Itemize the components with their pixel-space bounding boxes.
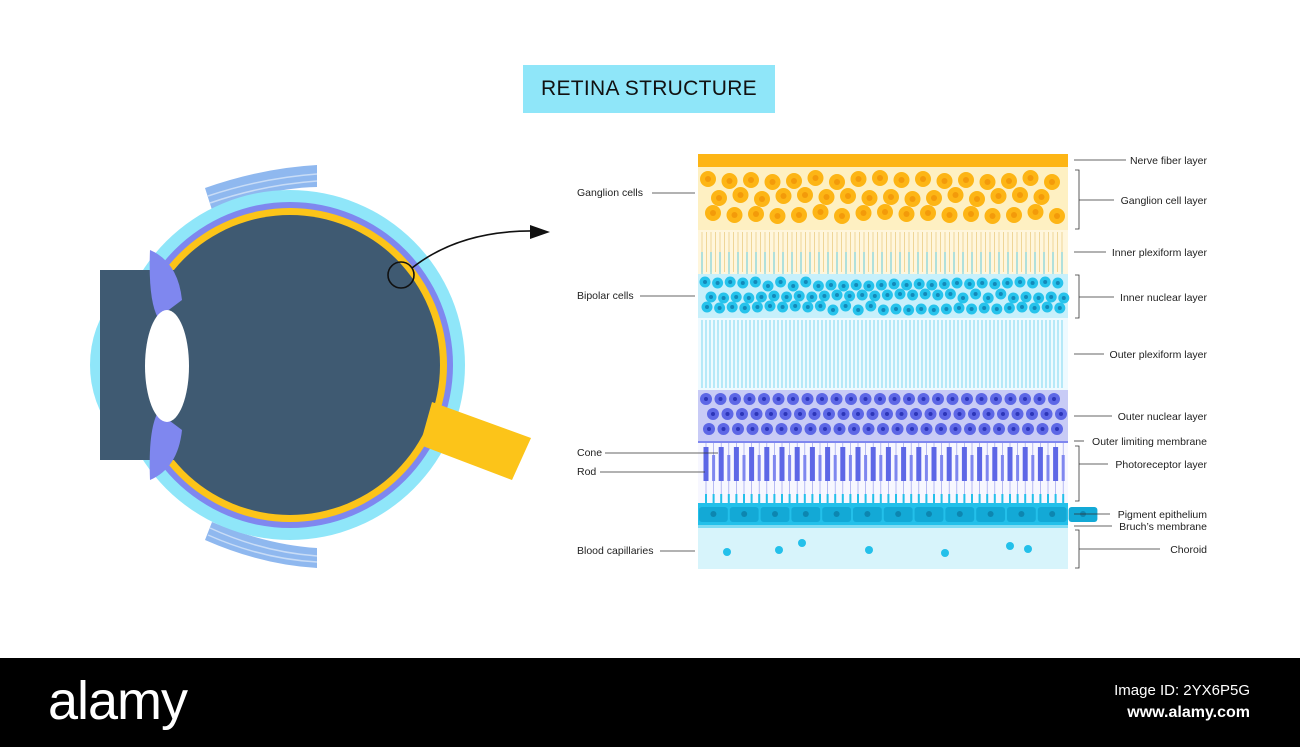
- label-inner-nuclear-layer: Inner nuclear layer: [1120, 292, 1207, 304]
- blood-capillaries-group: [723, 539, 1032, 557]
- cone-cell: [901, 447, 907, 481]
- rod-cell: [712, 455, 716, 481]
- rod-cell: [757, 455, 761, 481]
- cone-cell: [764, 447, 770, 481]
- rod-cell: [1000, 455, 1004, 481]
- rod-cell: [1046, 455, 1050, 481]
- ciliary-body-top: [149, 250, 182, 318]
- rod-cell: [955, 455, 959, 481]
- label-ganglion-cell-layer: Ganglion cell layer: [1121, 195, 1208, 207]
- rod-cell: [803, 455, 807, 481]
- rod-cell: [970, 455, 974, 481]
- eye-cross-section: [90, 165, 550, 568]
- zoom-circle: [387, 261, 415, 289]
- lens: [145, 310, 189, 422]
- eye-muscle-bottom: [205, 522, 318, 568]
- cone-cell: [1007, 447, 1013, 481]
- label-blood-capillaries: Blood capillaries: [577, 545, 653, 557]
- cone-cell: [855, 447, 861, 481]
- cone-cell: [931, 447, 937, 481]
- cone-cell: [1037, 447, 1043, 481]
- ciliary-body-bottom: [149, 412, 182, 480]
- label-outer-plexiform-layer: Outer plexiform layer: [1110, 349, 1208, 361]
- title-box: RETINA STRUCTURE: [523, 65, 775, 113]
- rod-cell: [909, 455, 913, 481]
- cone-cell: [977, 447, 983, 481]
- rod-cell: [833, 455, 837, 481]
- rod-cell: [924, 455, 928, 481]
- label-rod: Rod: [577, 466, 596, 478]
- cone-cell: [825, 447, 831, 481]
- rod-cell: [940, 455, 944, 481]
- cone-cell: [961, 447, 967, 481]
- cone-cell: [733, 447, 739, 481]
- rod-cell: [1016, 455, 1020, 481]
- cone-cell: [1022, 447, 1028, 481]
- retina-diagram: Ganglion cells Bipolar cells Cone Rod Bl…: [90, 154, 1208, 569]
- eye-muscle-top: [205, 165, 318, 210]
- cone-cell: [1053, 447, 1059, 481]
- cone-cell: [779, 447, 785, 481]
- label-bruchs-membrane: Bruch’s membrane: [1119, 521, 1207, 533]
- site-url: www.alamy.com: [1127, 704, 1250, 721]
- label-choroid: Choroid: [1170, 544, 1207, 556]
- cone-cell: [946, 447, 952, 481]
- cone-cell: [916, 447, 922, 481]
- cone-cell: [992, 447, 998, 481]
- cone-cell: [809, 447, 815, 481]
- rod-cell: [879, 455, 883, 481]
- rod-cell: [818, 455, 822, 481]
- right-labels: Nerve fiber layer Ganglion cell layer In…: [1074, 155, 1208, 569]
- label-inner-plexiform-layer: Inner plexiform layer: [1112, 247, 1208, 259]
- pigment-epithelium-band: [698, 503, 1068, 525]
- outer-nuclear-cells-group: [700, 393, 1067, 435]
- rod-cell: [742, 455, 746, 481]
- outer-plexiform-fibers: [701, 320, 1063, 388]
- rod-cell: [772, 455, 776, 481]
- label-ganglion-cells: Ganglion cells: [577, 187, 643, 199]
- rod-cell: [1061, 455, 1065, 481]
- rod-cell: [985, 455, 989, 481]
- bipolar-cells-group: [699, 276, 1070, 316]
- optic-nerve: [420, 402, 531, 480]
- label-cone: Cone: [577, 447, 602, 459]
- choroid-band-layer: [698, 528, 1068, 569]
- retina-layers: [698, 154, 1098, 569]
- bruchs-membrane-band: [698, 525, 1068, 528]
- inner-plexiform-fibers: [701, 232, 1063, 274]
- rod-cell: [864, 455, 868, 481]
- cone-cell: [718, 447, 724, 481]
- photoreceptors-group: [703, 443, 1065, 503]
- nerve-fiber-band: [698, 154, 1068, 167]
- label-outer-nuclear-layer: Outer nuclear layer: [1118, 411, 1208, 423]
- label-photoreceptor-layer: Photoreceptor layer: [1115, 459, 1207, 471]
- cone-cell: [794, 447, 800, 481]
- cone-cell: [749, 447, 755, 481]
- label-outer-limiting-membrane: Outer limiting membrane: [1092, 436, 1207, 448]
- brand-logo: alamy: [48, 671, 188, 731]
- diagram-title: RETINA STRUCTURE: [541, 77, 757, 100]
- inner-plexiform-band: [698, 230, 1068, 274]
- ganglion-cells-group: [700, 170, 1065, 224]
- label-nerve-fiber-layer: Nerve fiber layer: [1130, 155, 1208, 167]
- outer-plexiform-band: [698, 318, 1068, 390]
- vitreous-body: [140, 215, 440, 515]
- rod-cell: [1031, 455, 1035, 481]
- rod-cell: [848, 455, 852, 481]
- image-id: Image ID: 2YX6P5G: [1114, 682, 1250, 699]
- arrow-head-icon: [530, 225, 550, 239]
- cone-cell: [703, 447, 709, 481]
- cone-cell: [840, 447, 846, 481]
- left-labels: Ganglion cells Bipolar cells Cone Rod Bl…: [577, 187, 718, 557]
- pigment-cells-group: [699, 507, 1098, 522]
- label-pigment-epithelium: Pigment epithelium: [1118, 509, 1208, 521]
- label-bipolar-cells: Bipolar cells: [577, 290, 634, 302]
- footer-bar: alamy Image ID: 2YX6P5G www.alamy.com: [0, 658, 1300, 747]
- rod-cell: [727, 455, 731, 481]
- rod-cell: [788, 455, 792, 481]
- cone-cell: [870, 447, 876, 481]
- cone-cell: [885, 447, 891, 481]
- rod-cell: [894, 455, 898, 481]
- zoom-arrow: [411, 230, 536, 269]
